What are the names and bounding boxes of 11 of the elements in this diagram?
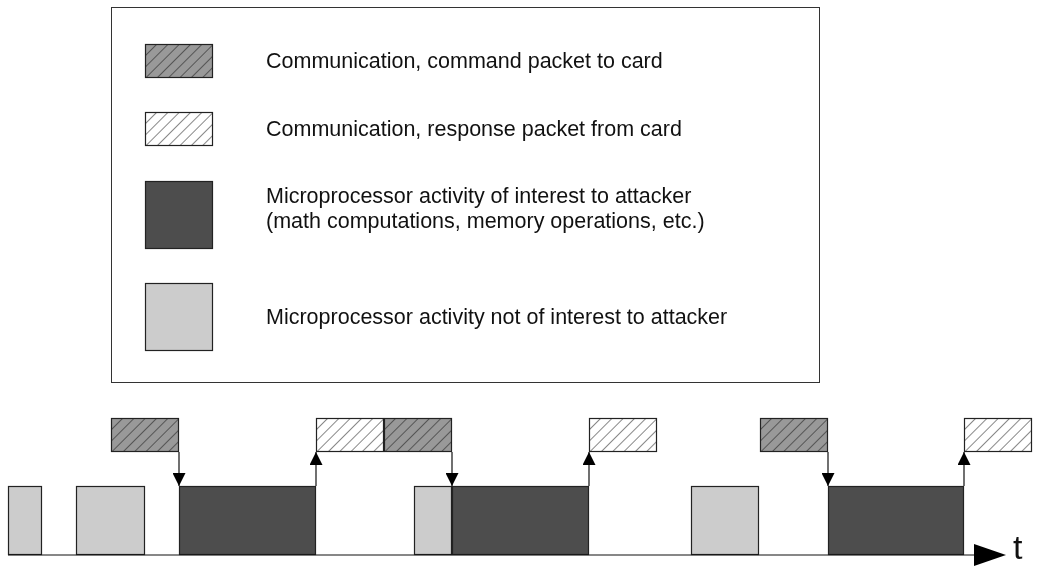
arrow [172, 451, 186, 487]
arrow [957, 451, 971, 487]
axis-label: t [1013, 527, 1023, 567]
arrow [582, 451, 596, 487]
legend-text: Communication, command packet to card [266, 48, 664, 74]
arrow [445, 451, 459, 487]
legend-text: Microprocessor activity not of interest to attacker [266, 304, 729, 330]
legend-text: Microprocessor activity of interest to attacker (math computations, memory operations, etc.) [266, 184, 706, 234]
arrow [309, 451, 323, 487]
arrow [821, 451, 835, 487]
legend-text: Communication, response packet from card [266, 116, 683, 142]
